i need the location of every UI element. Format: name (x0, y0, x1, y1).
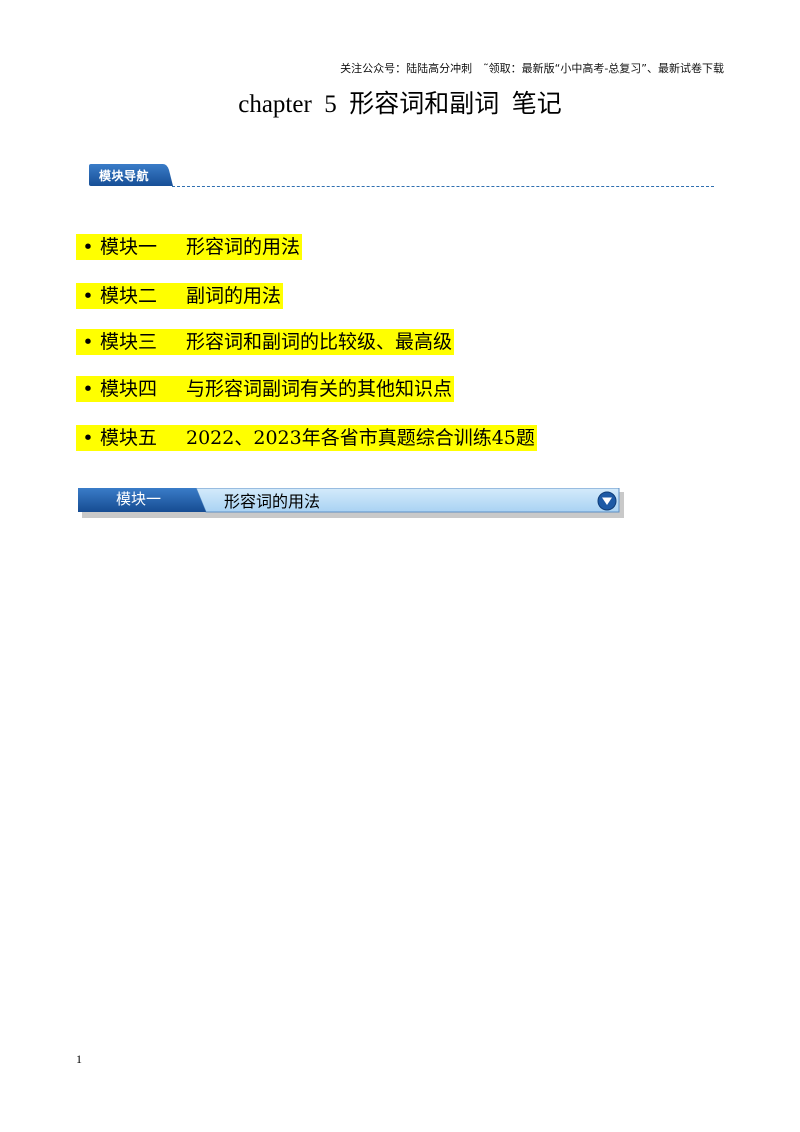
module-name: 模块五 (100, 427, 158, 449)
section-banner-left-label: 模块一 (116, 490, 162, 508)
nav-tab-label: 模块导航 (99, 169, 150, 183)
header-note: 关注公众号：陆陆高分冲刺 ˜领取：最新版“小中高考-总复习”、最新试卷下载 (340, 62, 724, 75)
module-item-1: • 模块一 形容词的用法 (76, 234, 303, 260)
section-banner-shape (78, 488, 624, 518)
module-name: 模块二 (100, 285, 158, 307)
module-topic: 形容词的用法 (186, 236, 301, 258)
nav-tab-shape (89, 164, 173, 186)
module-name: 模块三 (100, 331, 158, 353)
bullet: • (82, 285, 94, 307)
module-name: 模块一 (100, 236, 158, 258)
module-item-3: • 模块三 形容词和副词的比较级、最高级 (76, 329, 455, 355)
module-item-4: • 模块四 与形容词副词有关的其他知识点 (76, 376, 455, 402)
page-title: chapter 5 形容词和副词 笔记 (238, 91, 562, 118)
module-topic: 2022、2023年各省市真题综合训练45题 (186, 427, 535, 449)
chevron-down-circle-icon[interactable] (597, 491, 617, 511)
bullet: • (82, 378, 94, 400)
module-topic: 形容词和副词的比较级、最高级 (186, 331, 453, 353)
module-item-5: • 模块五 2022、2023年各省市真题综合训练45题 (76, 425, 537, 451)
module-topic: 副词的用法 (186, 285, 282, 307)
section-banner-title: 形容词的用法 (224, 492, 321, 511)
module-name: 模块四 (100, 378, 158, 400)
section-banner: 模块一 形容词的用法 (78, 488, 624, 518)
module-topic: 与形容词副词有关的其他知识点 (186, 378, 453, 400)
module-nav-tab: 模块导航 (87, 162, 175, 188)
bullet: • (82, 427, 94, 449)
page-number: 1 (76, 1052, 82, 1066)
module-item-2: • 模块二 副词的用法 (76, 283, 284, 309)
nav-divider (172, 186, 714, 187)
bullet: • (82, 236, 94, 258)
bullet: • (82, 331, 94, 353)
